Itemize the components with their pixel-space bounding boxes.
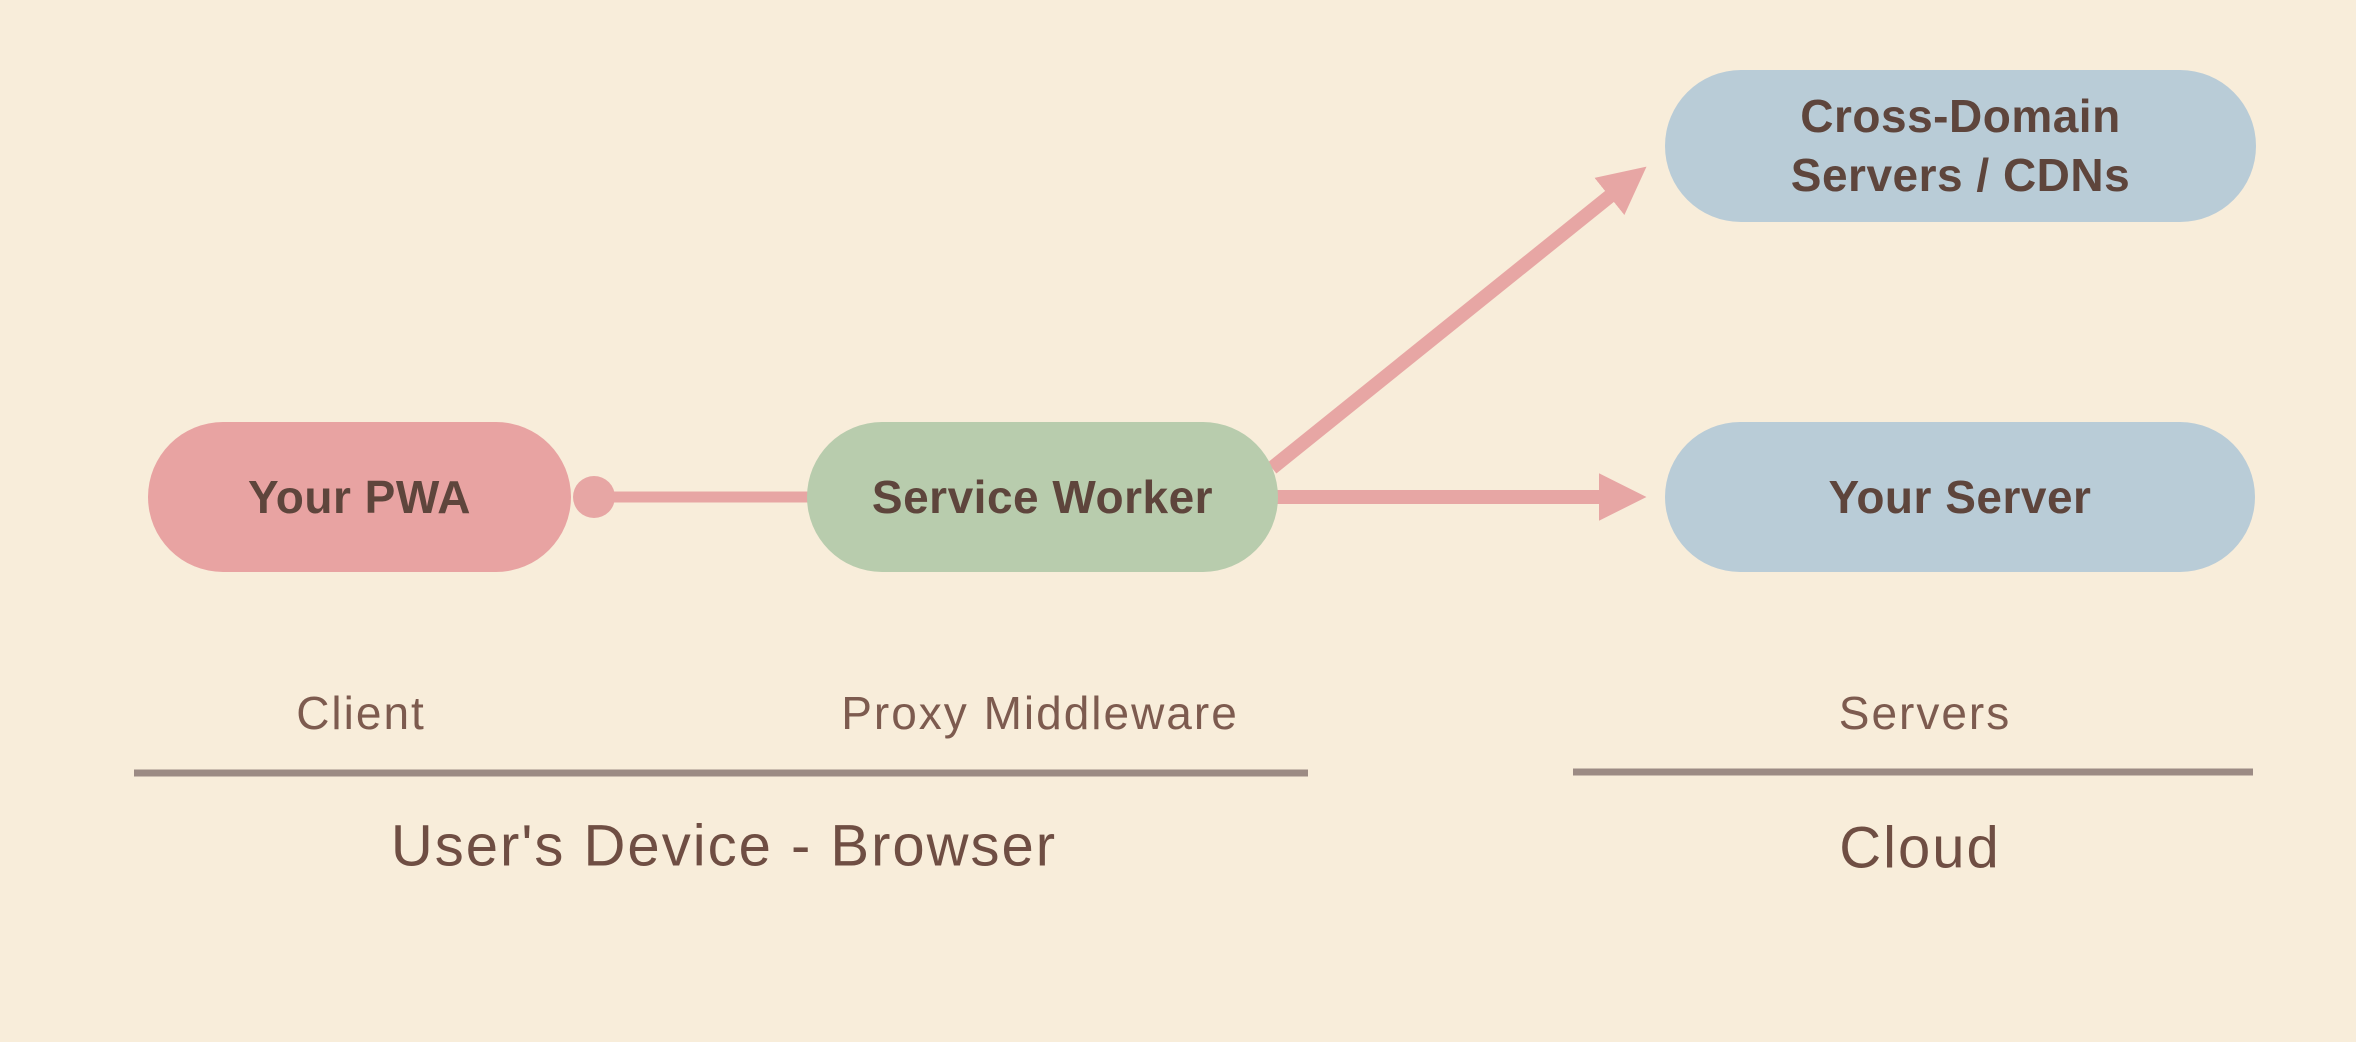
label-client: Client [296,687,426,739]
node-your-server-label: Your Server [1828,470,2092,523]
edge-service-worker-to-cross-domain [1267,166,1647,474]
connector-dot [573,476,615,518]
node-your-pwa: Your PWA [148,422,571,572]
label-proxy-middleware: Proxy Middleware [841,687,1239,739]
node-service-worker: Service Worker [807,422,1278,572]
node-service-worker-label: Service Worker [871,470,1214,523]
node-cross-domain-label-line2: Servers / CDNs [1790,149,2131,201]
node-cross-domain-servers: Cross-Domain Servers / CDNs [1665,70,2256,222]
node-your-server: Your Server [1665,422,2255,572]
label-cloud: Cloud [1839,815,2001,881]
label-servers: Servers [1838,687,2012,739]
node-your-pwa-label: Your PWA [248,470,471,523]
node-cross-domain-label-line1: Cross-Domain [1800,90,2121,143]
label-users-device-browser: User's Device - Browser [390,813,1058,879]
